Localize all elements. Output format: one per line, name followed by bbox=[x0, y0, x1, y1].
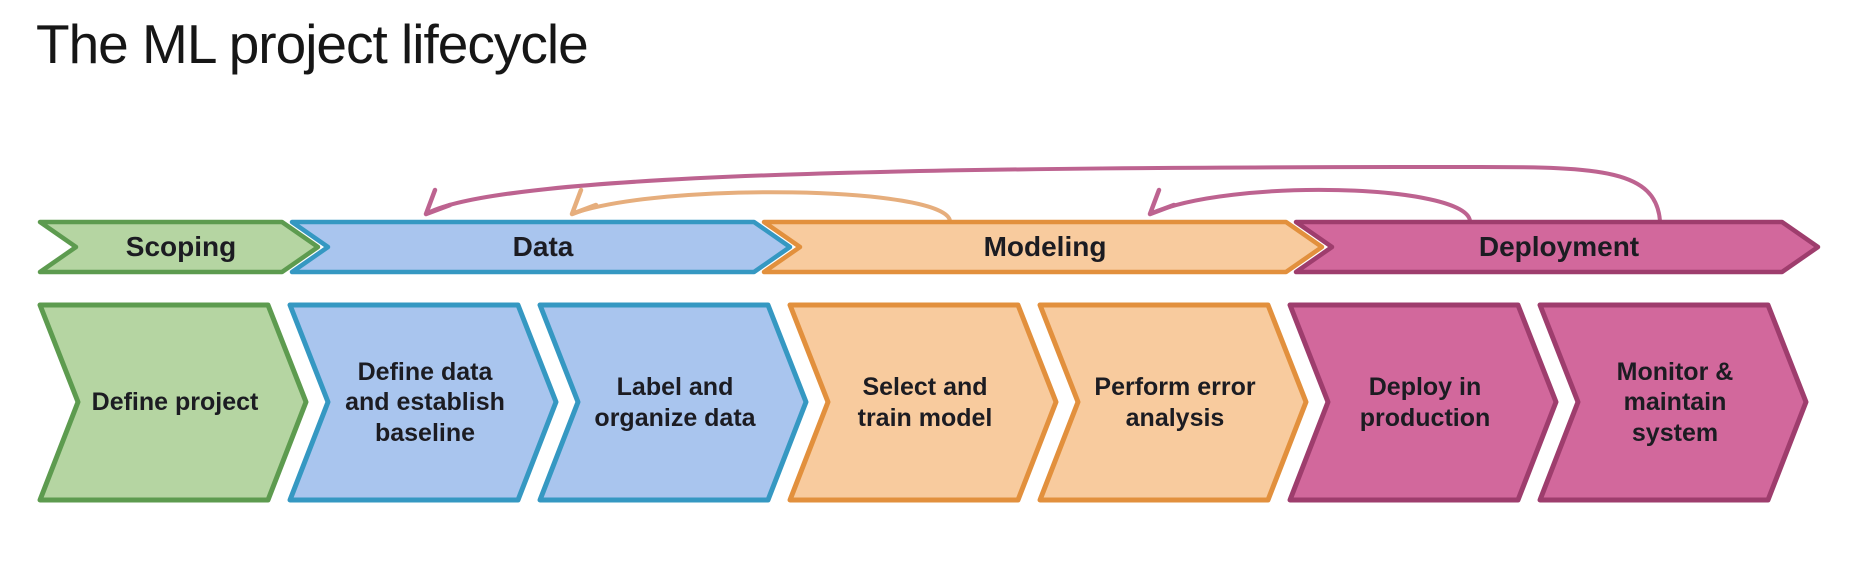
step-chevron-deploy-production bbox=[1287, 302, 1559, 503]
step-label-error-analysis: Perform error analysis bbox=[1094, 373, 1256, 432]
step-label-label-organize: Label and organize data bbox=[594, 373, 756, 432]
phase-chevron-data bbox=[289, 219, 793, 275]
step-label-define-data: Define data and establish baseline bbox=[345, 357, 505, 447]
phase-chevron-deployment bbox=[1293, 219, 1821, 275]
arrow-modeling-to-data-head-icon bbox=[569, 187, 599, 217]
step-chevron-define-project bbox=[37, 302, 309, 503]
feedback-arrows bbox=[423, 165, 1662, 223]
phase-label-modeling: Modeling bbox=[983, 231, 1107, 262]
page-title: The ML project lifecycle bbox=[36, 13, 589, 75]
step-chevron-label-organize bbox=[537, 302, 809, 503]
step-label-select-train: Select and train model bbox=[857, 373, 993, 432]
step-chevron-select-train bbox=[787, 302, 1059, 503]
phase-label-scoping: Scoping bbox=[125, 231, 237, 262]
arrow-deployment-to-modeling bbox=[1148, 187, 1472, 223]
step-label-monitor-maintain: Monitor & maintain system bbox=[1616, 357, 1734, 447]
phase-band bbox=[37, 219, 1821, 275]
arrow-deployment-to-data-head-icon bbox=[423, 187, 453, 217]
phase-label-deployment: Deployment bbox=[1478, 231, 1640, 262]
arrow-deployment-to-modeling-head-icon bbox=[1147, 187, 1177, 217]
step-label-deploy-production: Deploy in production bbox=[1359, 373, 1491, 432]
phase-label-data: Data bbox=[512, 231, 574, 262]
step-row bbox=[37, 302, 1809, 503]
phase-chevron-modeling bbox=[761, 219, 1325, 275]
step-label-define-project: Define project bbox=[91, 388, 259, 417]
phase-chevron-scoping bbox=[37, 219, 321, 275]
step-chevron-monitor-maintain bbox=[1537, 302, 1809, 503]
arrow-deployment-to-data bbox=[424, 165, 1662, 223]
arrow-modeling-to-data bbox=[570, 190, 952, 223]
step-chevron-error-analysis bbox=[1037, 302, 1309, 503]
step-chevron-define-data bbox=[287, 302, 559, 503]
